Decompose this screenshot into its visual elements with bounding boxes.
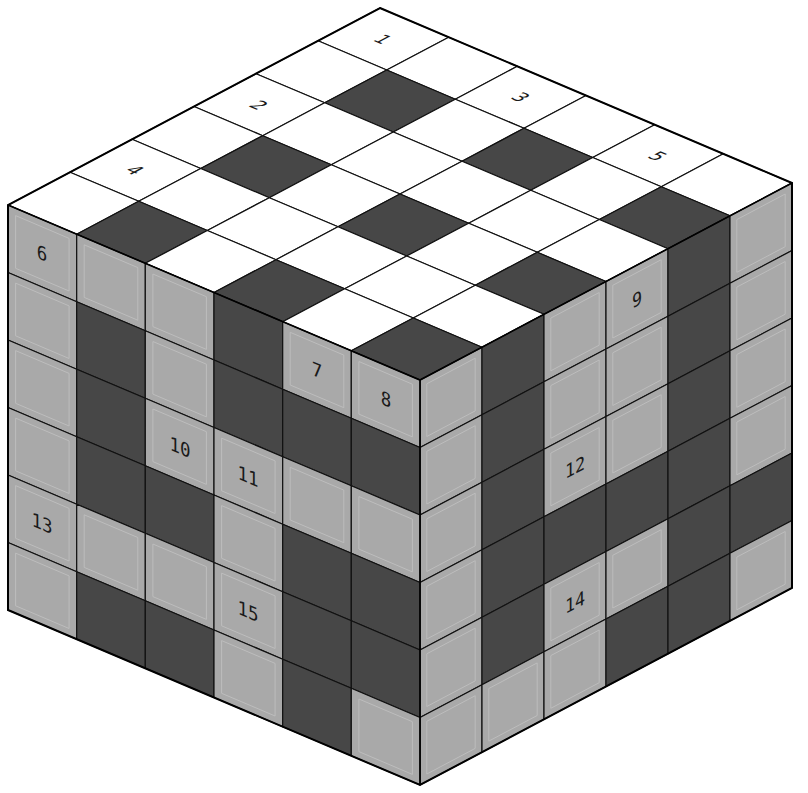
cell-bevel	[84, 515, 138, 590]
cell-bevel	[737, 532, 785, 610]
cell-number: 11	[238, 462, 259, 490]
cell-number: 5	[644, 149, 671, 162]
cell-bevel	[427, 628, 475, 706]
cube-cell	[482, 652, 544, 752]
cell-bevel	[551, 428, 599, 506]
cell-number: 10	[169, 433, 190, 461]
cell-bevel	[222, 438, 276, 513]
cell-number: 7	[312, 358, 323, 381]
cube-cell	[420, 685, 482, 785]
cell-bevel	[613, 327, 661, 405]
cell-bevel	[222, 506, 276, 581]
cell-bevel	[359, 497, 413, 572]
cube-cell	[606, 586, 668, 686]
cell-bevel	[427, 493, 475, 571]
cell-bevel	[551, 563, 599, 641]
cell-bevel	[613, 530, 661, 608]
cell-bevel	[551, 630, 599, 708]
cell-bevel	[427, 696, 475, 774]
cell-bevel	[613, 260, 661, 338]
cell-bevel	[222, 573, 276, 648]
cell-number: 9	[632, 287, 642, 311]
cell-bevel	[427, 561, 475, 639]
cube-cell	[730, 521, 792, 621]
cube-cell	[544, 619, 606, 719]
cell-number: 15	[238, 597, 259, 625]
cell-bevel	[737, 397, 785, 475]
cell-bevel	[737, 262, 785, 340]
cell-bevel	[427, 426, 475, 504]
cell-number: 6	[37, 242, 48, 265]
cell-number: 4	[122, 164, 149, 177]
cube-edge	[419, 380, 421, 785]
cell-bevel	[16, 418, 70, 493]
cell-bevel	[16, 486, 70, 561]
cube-cell	[668, 553, 730, 653]
cube-cells	[8, 8, 792, 785]
cell-bevel	[16, 283, 70, 358]
cell-bevel	[16, 351, 70, 426]
cell-number: 8	[380, 387, 391, 410]
cell-bevel	[153, 342, 207, 417]
cube-outline	[8, 8, 792, 785]
cell-bevel	[153, 544, 207, 619]
cell-bevel	[737, 329, 785, 407]
cell-bevel	[551, 360, 599, 438]
cell-bevel	[153, 409, 207, 484]
cell-bevel	[427, 358, 475, 436]
cell-bevel	[489, 663, 537, 741]
cell-number: 2	[246, 98, 273, 111]
cell-bevel	[290, 467, 344, 542]
cell-bevel	[737, 194, 785, 272]
cell-bevel	[551, 293, 599, 371]
cell-bevel	[613, 395, 661, 473]
cell-number: 1	[370, 32, 397, 45]
cell-number: 3	[507, 91, 534, 104]
cube-edge	[8, 183, 792, 380]
cell-number: 13	[32, 509, 53, 537]
